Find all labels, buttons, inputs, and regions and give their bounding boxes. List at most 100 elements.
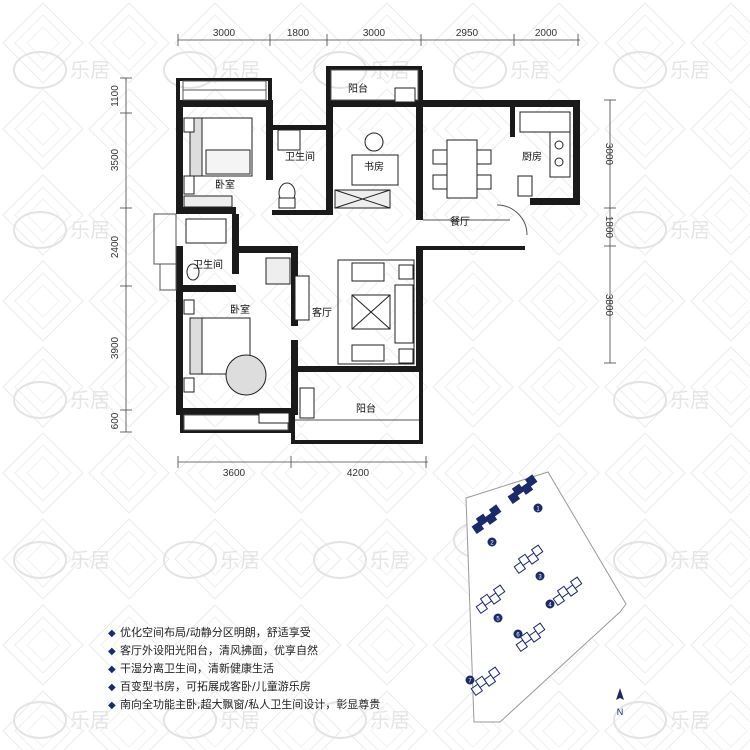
- feature-text-5: 南向全功能主卧,超大飘窗/私人卫生间设计，彰显尊贵: [120, 698, 381, 711]
- room-kitchen: 厨房: [522, 150, 542, 163]
- watermark-logo-icon: [313, 701, 367, 739]
- dim-left-3: 2400: [110, 235, 121, 258]
- sofa-icon: [394, 284, 414, 344]
- watermark-logo-icon: [613, 211, 667, 249]
- site-building: [507, 474, 538, 505]
- dim-left-4: 3900: [110, 336, 121, 359]
- watermark-logo-icon: [13, 211, 67, 249]
- site-plan: 1 2 3 4 5 6 7 N: [465, 471, 627, 723]
- watermark-logo-icon: [13, 51, 67, 89]
- room-bathroom-top: 卫生间: [285, 150, 315, 163]
- dim-right-2: 1800: [603, 216, 614, 239]
- bullet-icon: ◆: [108, 664, 116, 675]
- site-building-label: 3: [538, 575, 542, 581]
- watermark-brand: 乐居: [70, 548, 110, 572]
- site-boundary: [465, 471, 627, 723]
- site-building: [515, 622, 546, 653]
- watermark-logo-icon: [613, 381, 667, 419]
- dimension-lines: [120, 34, 616, 468]
- dim-top-3: 3000: [363, 28, 386, 39]
- room-dining: 餐厅: [450, 215, 470, 228]
- site-building-label: 1: [536, 507, 540, 513]
- watermark-logo-icon: [613, 51, 667, 89]
- site-building-marker: [535, 571, 545, 581]
- site-building-label: 5: [496, 617, 500, 623]
- north-arrow: N: [616, 688, 624, 717]
- watermark-brand: 乐居: [670, 58, 710, 82]
- bullet-icon: ◆: [108, 700, 116, 711]
- dim-top-2: 1800: [287, 28, 310, 39]
- dim-bottom-1: 3600: [223, 468, 246, 479]
- feature-text-3: 干湿分离卫生间，清新健康生活: [120, 662, 274, 675]
- room-bedroom-top: 卧室: [215, 178, 235, 191]
- watermark-brand: 乐居: [220, 708, 260, 732]
- watermark-logo-icon: [163, 541, 217, 579]
- bay-window-icon: [225, 354, 267, 396]
- watermark-brand: 乐居: [670, 708, 710, 732]
- watermark-brand: 乐居: [670, 548, 710, 572]
- window-lines: [153, 69, 528, 431]
- sink-icon: [277, 129, 301, 151]
- watermark-brand: 乐居: [220, 548, 260, 572]
- bullet-icon: ◆: [108, 646, 116, 657]
- watermark-brand: 乐居: [70, 218, 110, 242]
- dim-right-1: 3000: [603, 143, 614, 166]
- room-balcony-bottom: 阳台: [356, 402, 376, 415]
- site-building: [513, 544, 544, 575]
- site-building-label: 6: [516, 633, 520, 639]
- watermark-brand: 乐居: [70, 708, 110, 732]
- furniture: [183, 87, 571, 424]
- watermark-logo-icon: [313, 541, 367, 579]
- washer-icon: [394, 87, 416, 103]
- site-building-marker: [487, 537, 497, 547]
- dim-right-3: 3800: [603, 294, 614, 317]
- tv-cabinet-icon: [294, 275, 310, 321]
- dim-left-1: 1100: [110, 85, 121, 107]
- site-building-label: 2: [490, 541, 494, 547]
- site-building-marker: [513, 629, 523, 639]
- kitchen-counter-icon: [519, 111, 571, 133]
- site-building-label: 7: [468, 679, 472, 685]
- feature-item-3: ◆ 干湿分离卫生间，清新健康生活: [108, 660, 274, 676]
- feature-item-5: ◆ 南向全功能主卧,超大飘窗/私人卫生间设计，彰显尊贵: [108, 696, 380, 712]
- room-study: 书房: [364, 160, 384, 173]
- feature-item-2: ◆客厅外设阳光阳台，清风拂面，优享自然: [108, 642, 318, 658]
- north-label: N: [617, 707, 624, 717]
- dim-top-5: 2000: [535, 28, 558, 39]
- watermark-brand: 乐居: [370, 548, 410, 572]
- dim-top-4: 2950: [456, 28, 479, 39]
- site-building: [552, 576, 583, 607]
- watermark-brand: 乐居: [70, 388, 110, 412]
- room-balcony-top: 阳台: [348, 82, 368, 95]
- watermark-logo-icon: [13, 701, 67, 739]
- site-building-label: 4: [548, 603, 552, 609]
- feature-text-4: 百变型书房，可拓展成客卧/儿童游乐房: [120, 680, 311, 693]
- room-bathroom-mid: 卫生间: [193, 258, 223, 271]
- site-building-marker: [465, 675, 475, 685]
- room-living: 客厅: [312, 306, 332, 319]
- dim-top-1: 3000: [213, 28, 236, 39]
- watermark-brand: 乐居: [670, 218, 710, 242]
- site-building: [471, 504, 502, 535]
- site-building-marker: [545, 599, 555, 609]
- dim-bottom-2: 4200: [347, 468, 370, 479]
- site-building: [470, 666, 501, 697]
- watermark-logo-icon: [613, 541, 667, 579]
- walls: [176, 66, 580, 444]
- watermark-brand: 乐居: [370, 708, 410, 732]
- chair-icon: [364, 132, 384, 152]
- feature-item-1: ◆优化空间布局/动静分区明朗，舒适享受: [108, 624, 311, 640]
- watermark-layer: 乐居乐居乐居乐居乐居乐居乐居乐居乐居乐居乐居乐居乐居乐居乐居乐居乐居乐居: [13, 51, 710, 739]
- site-building-marker: [493, 613, 503, 623]
- dimension-labels: 3000 1800 3000 2950 2000 3600 4200 1100 …: [110, 28, 614, 479]
- dining-table-icon: [446, 139, 478, 199]
- watermark-brand: 乐居: [70, 58, 110, 82]
- room-bedroom-bottom: 卧室: [230, 303, 250, 316]
- desk-icon: [351, 154, 399, 186]
- bullet-icon: ◆: [108, 628, 116, 639]
- site-building-marker: [533, 503, 543, 513]
- watermark-brand: 乐居: [670, 388, 710, 412]
- dim-left-2: 3500: [110, 148, 121, 171]
